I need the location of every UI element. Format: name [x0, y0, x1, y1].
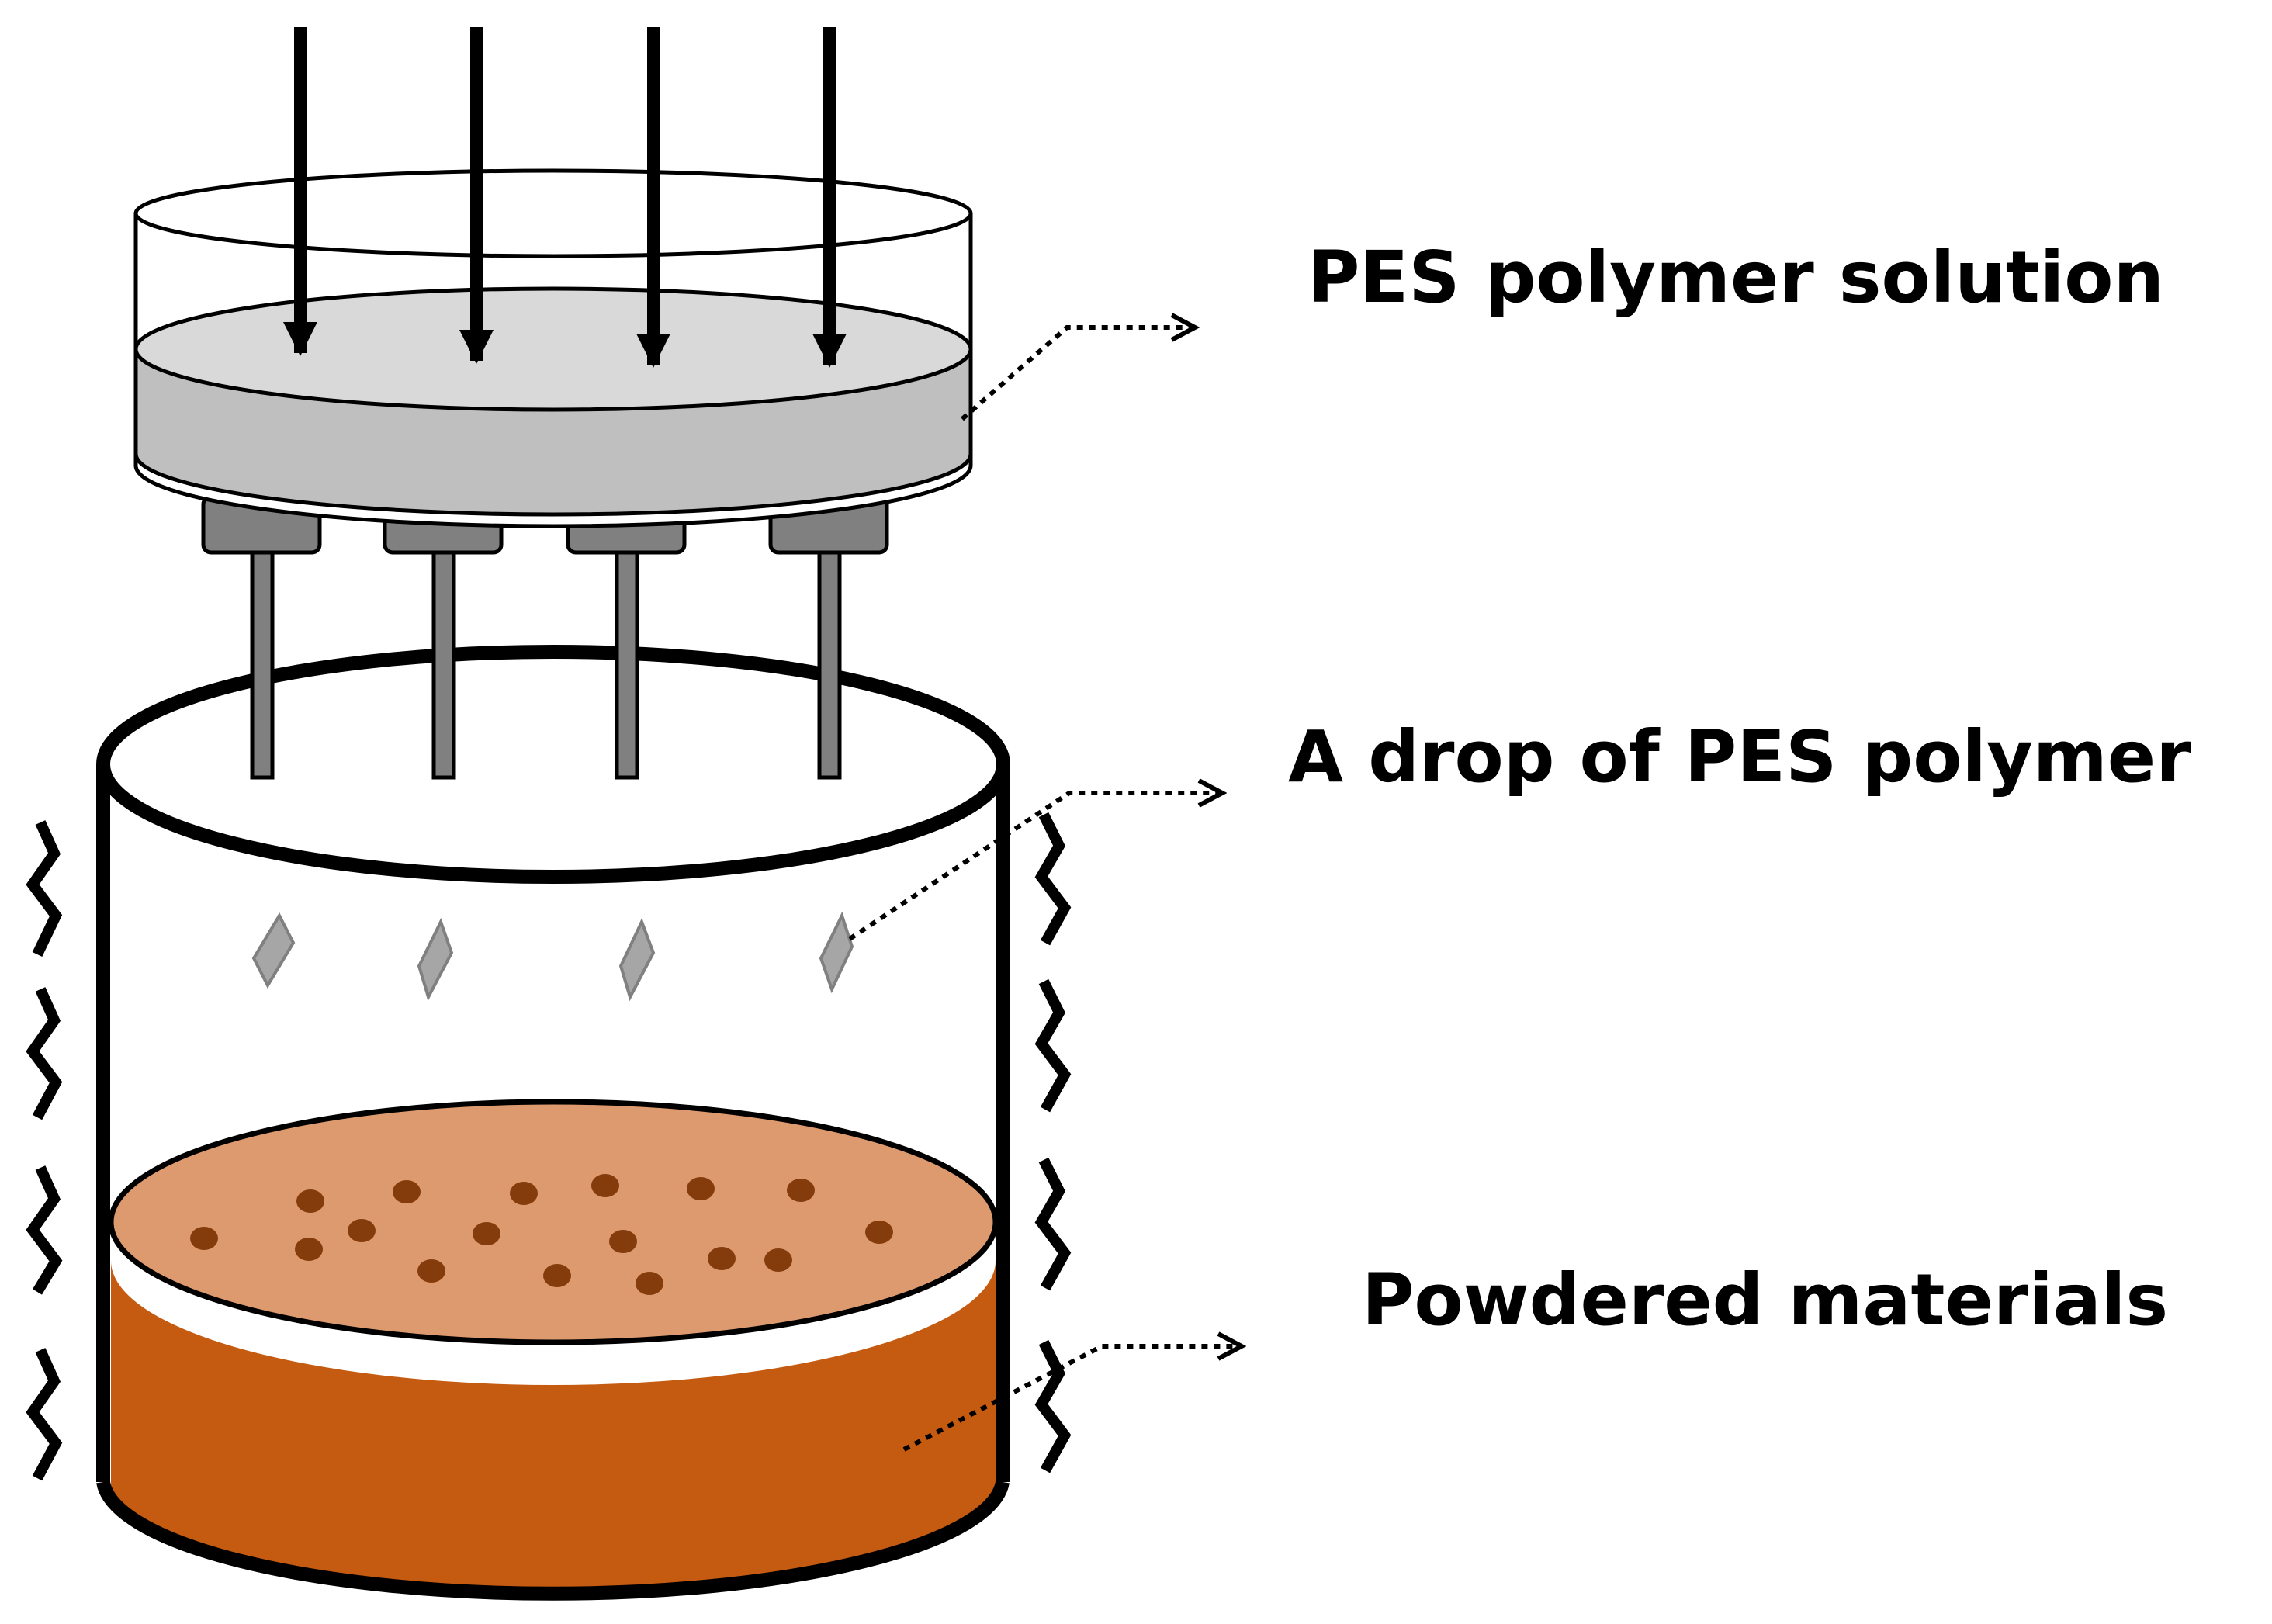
vessel-rim — [96, 645, 1010, 884]
label-powdered-materials: Powdered materials — [1362, 1259, 2169, 1342]
vibration-right — [1034, 1157, 1072, 1291]
dish-rim — [133, 168, 973, 258]
label-pes-polymer-solution: PES polymer solution — [1307, 236, 2164, 319]
powder-particles — [190, 1174, 893, 1295]
vibration-left — [26, 820, 63, 957]
particle — [687, 1177, 715, 1200]
vibration-left — [26, 1348, 63, 1481]
vibration-right — [1034, 812, 1072, 946]
vibration-left — [26, 987, 63, 1120]
vibration-right — [1034, 1339, 1072, 1473]
particle — [865, 1221, 893, 1244]
leader-solution — [961, 327, 1195, 421]
powder-surface — [108, 1099, 999, 1345]
particle — [609, 1230, 637, 1253]
particle — [348, 1219, 376, 1242]
particle — [543, 1264, 571, 1287]
nozzle — [383, 494, 504, 780]
particle — [190, 1227, 218, 1250]
falling-drops — [251, 911, 854, 1002]
polymer-drop — [618, 917, 656, 1002]
particle — [510, 1182, 538, 1205]
polymer-drop — [819, 911, 854, 994]
input-arrows — [283, 27, 847, 368]
leader-drop — [848, 793, 1222, 941]
nozzle — [768, 494, 889, 780]
particle — [787, 1179, 815, 1202]
vibration-left — [26, 1165, 63, 1295]
vessel-bottom — [96, 1480, 1010, 1601]
particle — [473, 1222, 500, 1245]
leader-powder — [902, 1346, 1242, 1452]
nozzles — [201, 494, 889, 780]
vibration-marks — [26, 812, 1072, 1481]
particle — [708, 1247, 736, 1270]
solution-surface — [133, 286, 973, 412]
vessel — [96, 645, 1010, 1601]
vibration-right — [1034, 978, 1072, 1113]
nozzle — [566, 494, 687, 780]
polymer-drop — [417, 917, 454, 1002]
particle — [295, 1238, 323, 1261]
label-drop-of-pes-polymer: A drop of PES polymer — [1288, 715, 2191, 798]
particle — [393, 1180, 421, 1203]
particle — [636, 1272, 663, 1295]
particle — [764, 1248, 792, 1272]
nozzle — [201, 494, 322, 780]
particle — [296, 1189, 324, 1213]
particle — [417, 1259, 445, 1283]
leader-lines — [848, 327, 1242, 1452]
polymer-solution-dish — [133, 168, 973, 780]
powder-body — [111, 1261, 996, 1598]
polymer-drop — [251, 912, 296, 989]
particle — [591, 1174, 619, 1197]
